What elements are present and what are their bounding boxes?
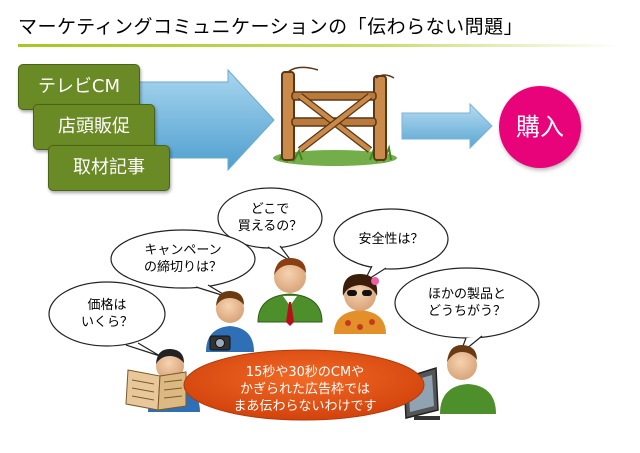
speech-bubble-compare: [394, 267, 540, 356]
summary-message: 15秒や30秒のCMや かぎられた広告枠では まあ伝わらないわけです: [233, 365, 377, 414]
speech-bubble-price: [48, 281, 166, 357]
question-campaign-deadline: キャンペーン の締切りは？: [143, 243, 222, 275]
channel-box-store-promotion: 店頭販促: [33, 104, 155, 150]
small-flow-arrow: [401, 102, 493, 150]
woman-sunglasses-icon: [334, 274, 386, 334]
question-where-to-buy: どこで 買えるの？: [237, 202, 303, 234]
speech-bubble-campaign: [110, 229, 256, 298]
channel-box-press-article: 取材記事: [48, 145, 170, 191]
tourist-camera-icon: [206, 290, 254, 352]
goal-purchase-circle: 購入: [499, 86, 581, 168]
question-price: 価格は いくら？: [80, 298, 133, 330]
businessman-icon: [257, 257, 323, 326]
question-safety: 安全性は？: [358, 232, 424, 247]
page-title: マーケティングコミュニケーションの「伝わらない問題」: [18, 16, 524, 38]
fence-icon: [273, 66, 397, 166]
question-compare-products: ほかの製品と どうちがう？: [427, 287, 506, 319]
summary-ellipse: [183, 349, 425, 421]
title-underline: [18, 44, 622, 47]
